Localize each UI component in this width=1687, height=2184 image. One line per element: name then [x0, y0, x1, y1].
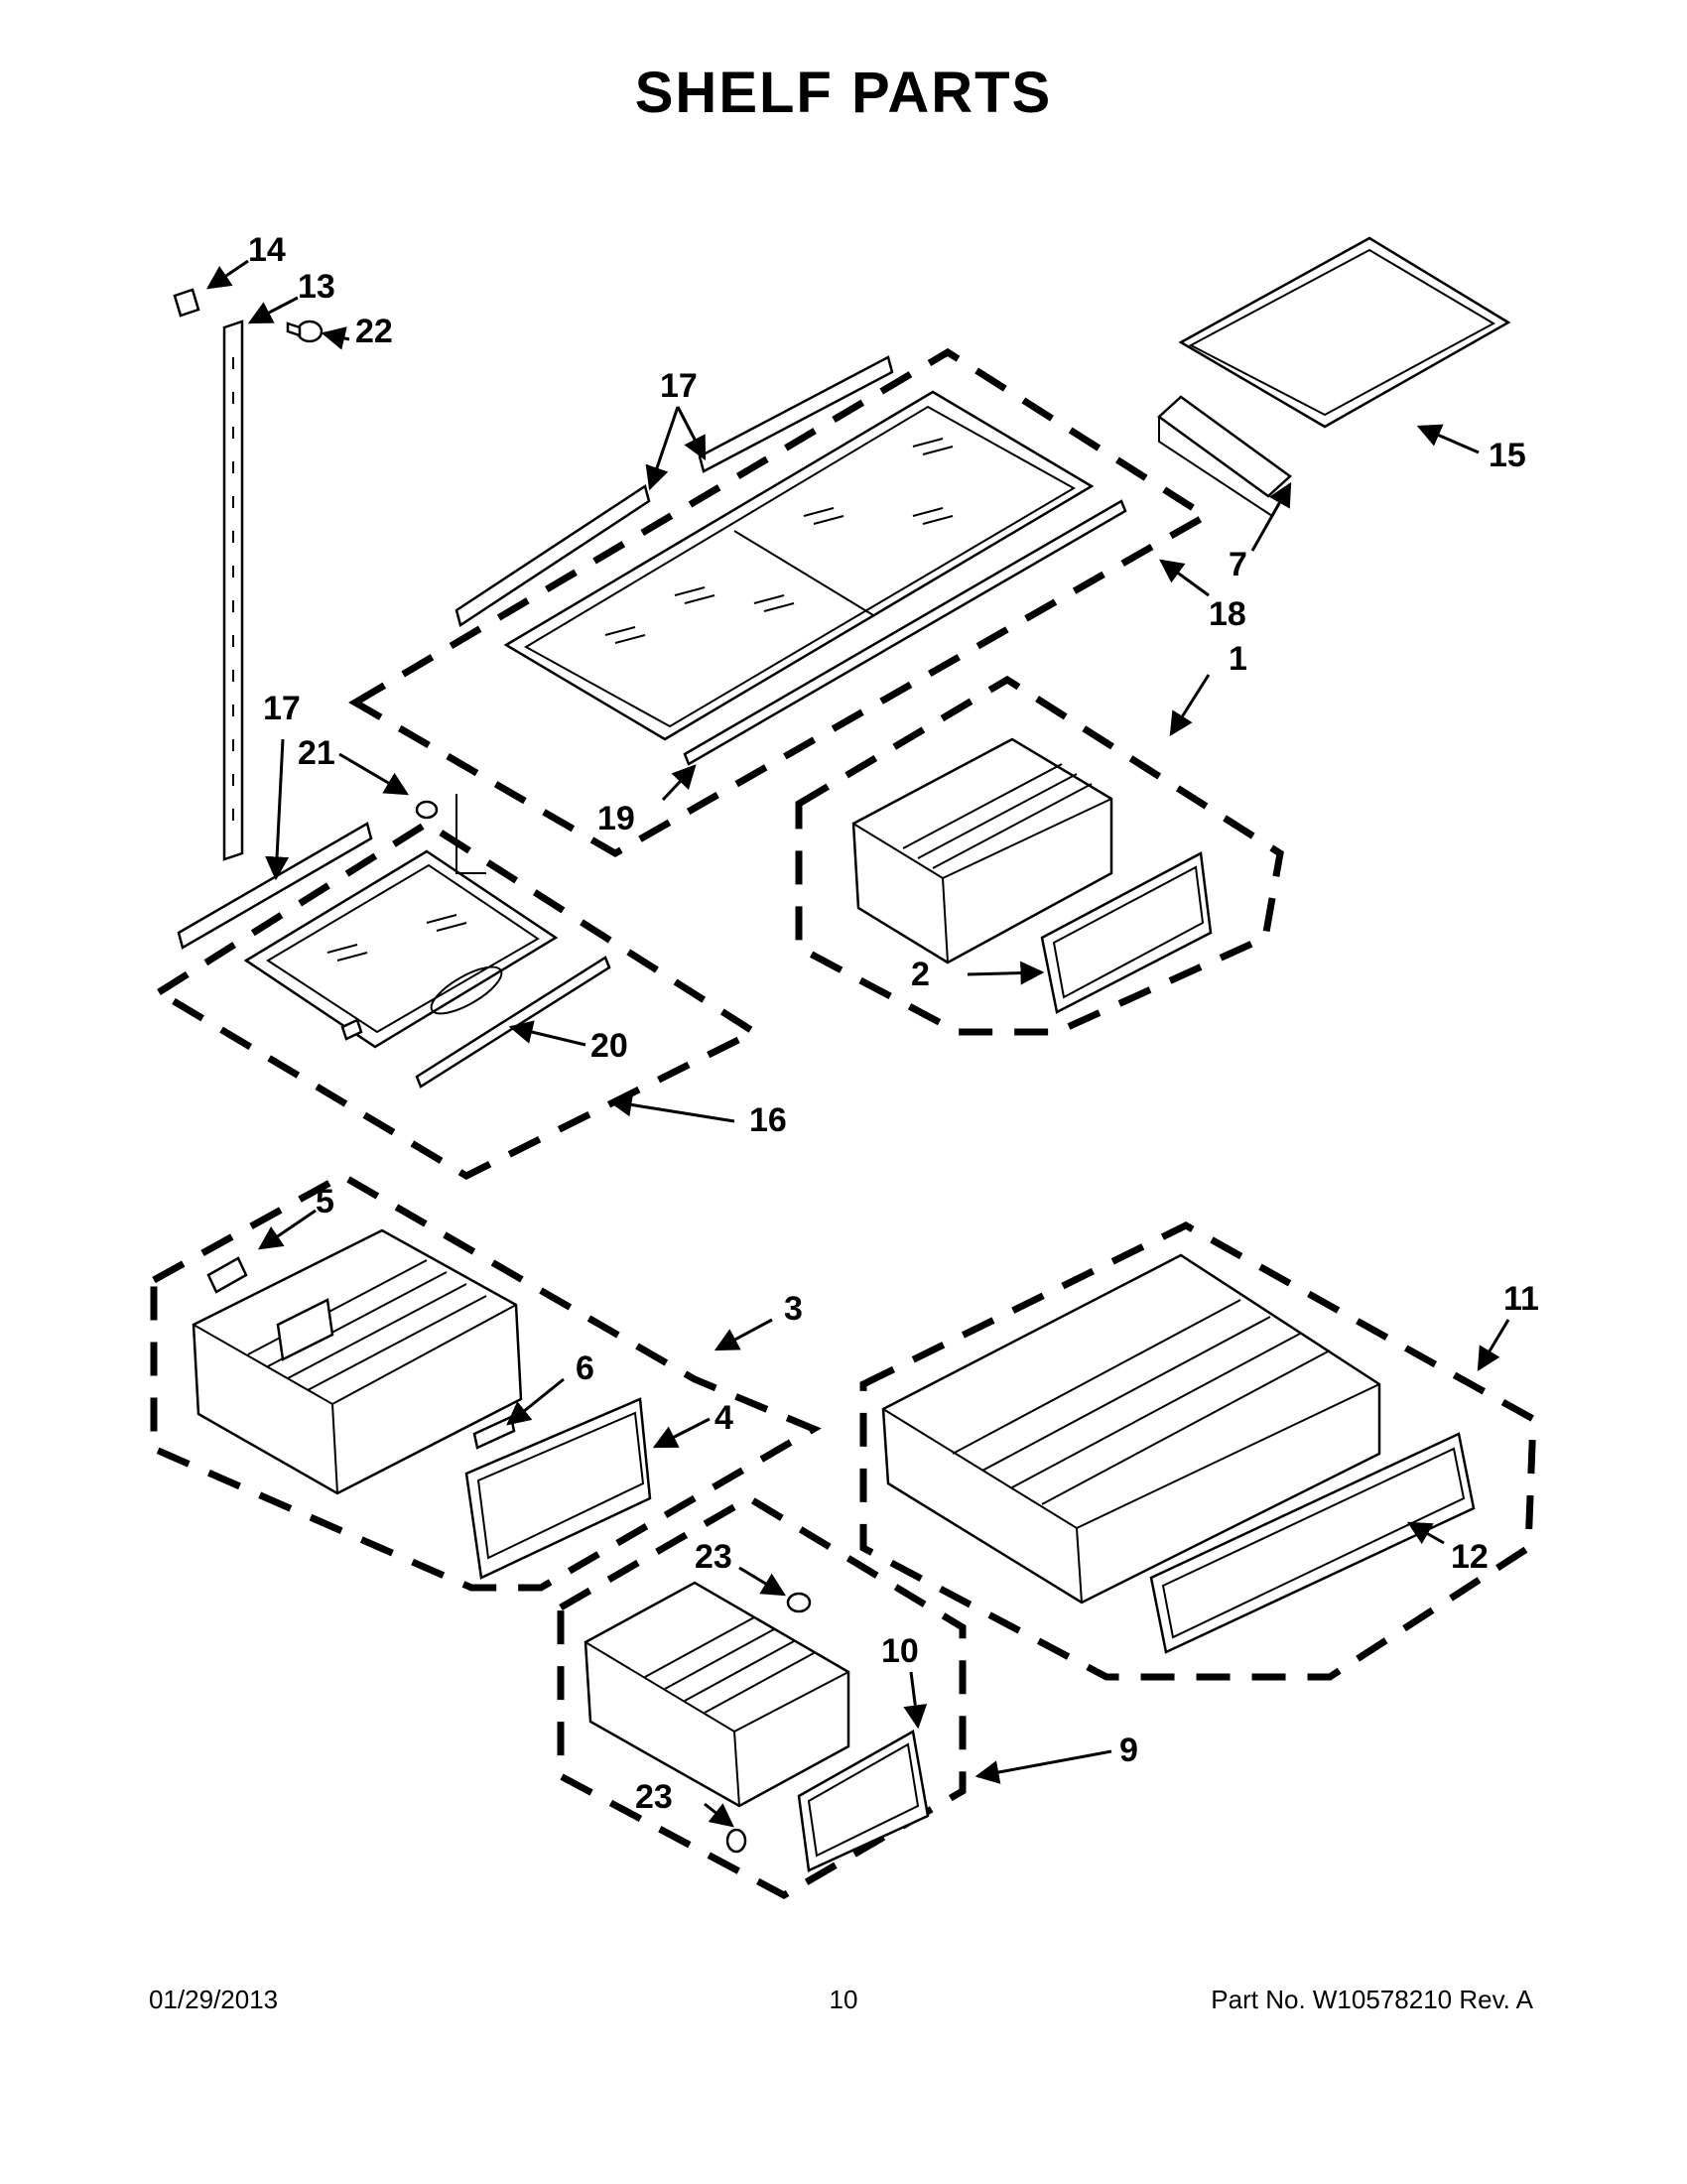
callout-19: 19: [597, 800, 635, 837]
rail-cap: [173, 288, 200, 318]
callout-1: 1: [1229, 640, 1247, 678]
callout-14: 14: [248, 231, 286, 269]
footer-date: 01/29/2013: [149, 1985, 279, 2014]
footer-part-number: Part No. W10578210 Rev. A: [1211, 1985, 1533, 2014]
callout-13: 13: [298, 268, 335, 306]
ladder-rail: [222, 320, 244, 861]
callout-7: 7: [1229, 546, 1247, 583]
callout-23-upper: 23: [695, 1538, 732, 1576]
leader-arrows: [206, 259, 1510, 1828]
callout-5: 5: [316, 1183, 334, 1220]
callout-4: 4: [714, 1399, 733, 1437]
callout-2: 2: [911, 956, 930, 993]
footer-page-number: 10: [829, 1985, 858, 2014]
drawer-assembly-large: [859, 1221, 1537, 1681]
callout-22: 22: [355, 313, 393, 350]
callout-17-upper: 17: [660, 367, 698, 405]
callout-11: 11: [1503, 1280, 1539, 1318]
callout-3: 3: [784, 1290, 803, 1328]
drawer-assembly-upper: [795, 675, 1284, 1036]
callout-18: 18: [1209, 595, 1246, 633]
callout-23-lower: 23: [635, 1778, 673, 1816]
callout-17-lower: 17: [263, 690, 301, 727]
callout-9: 9: [1119, 1732, 1138, 1769]
callout-6: 6: [576, 1349, 594, 1387]
callout-21: 21: [298, 734, 335, 772]
callout-labels: 14 13 22 17 15 7 18 1 19 17 21 20 16 2 5…: [248, 231, 1539, 1816]
rail-screw: [286, 320, 324, 343]
drawer-assembly-small: [557, 1493, 967, 1900]
callout-20: 20: [590, 1027, 628, 1065]
upper-shelf-assembly: [348, 347, 1213, 858]
callout-12: 12: [1451, 1538, 1489, 1576]
callout-15: 15: [1489, 437, 1526, 474]
page-title: SHELF PARTS: [634, 61, 1053, 125]
callout-10: 10: [881, 1632, 919, 1670]
top-right-shelf: [1157, 236, 1511, 517]
drawer-assembly-left: [150, 1171, 822, 1592]
callout-16: 16: [749, 1101, 787, 1139]
lower-shelf-assembly: [152, 794, 762, 1180]
